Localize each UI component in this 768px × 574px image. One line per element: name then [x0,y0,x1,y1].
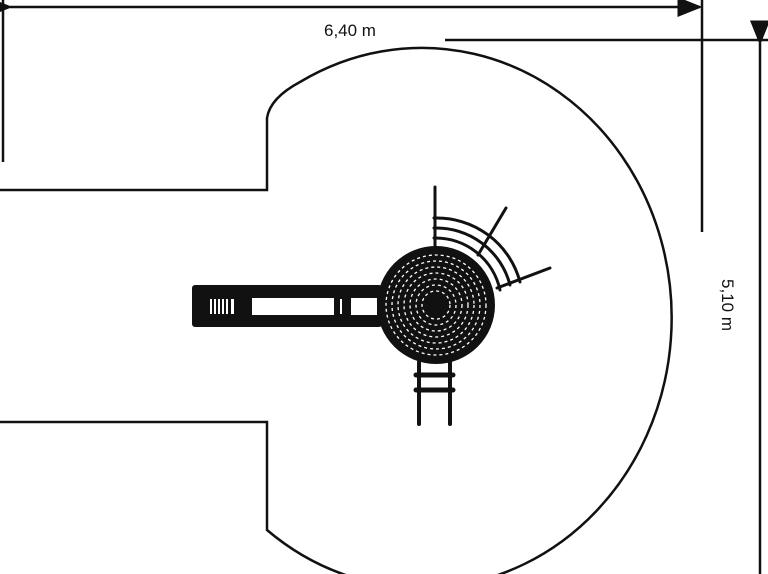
platform-ring [391,260,481,350]
tower-platform [377,246,495,364]
width-dimension [0,0,704,232]
platform-ring [421,290,451,320]
depth-dimension [445,20,768,574]
safety-zone-outline [0,46,673,574]
ladder [413,360,456,426]
platform-ring [403,272,469,338]
slide [192,285,382,327]
platform-ring [415,284,457,326]
platform-ring [385,254,487,356]
depth-label: 5,10 m [718,279,737,331]
platform-ring [397,266,475,344]
arc-climber [432,185,552,292]
platform-ring [409,278,463,332]
width-label: 6,40 m [324,21,376,40]
